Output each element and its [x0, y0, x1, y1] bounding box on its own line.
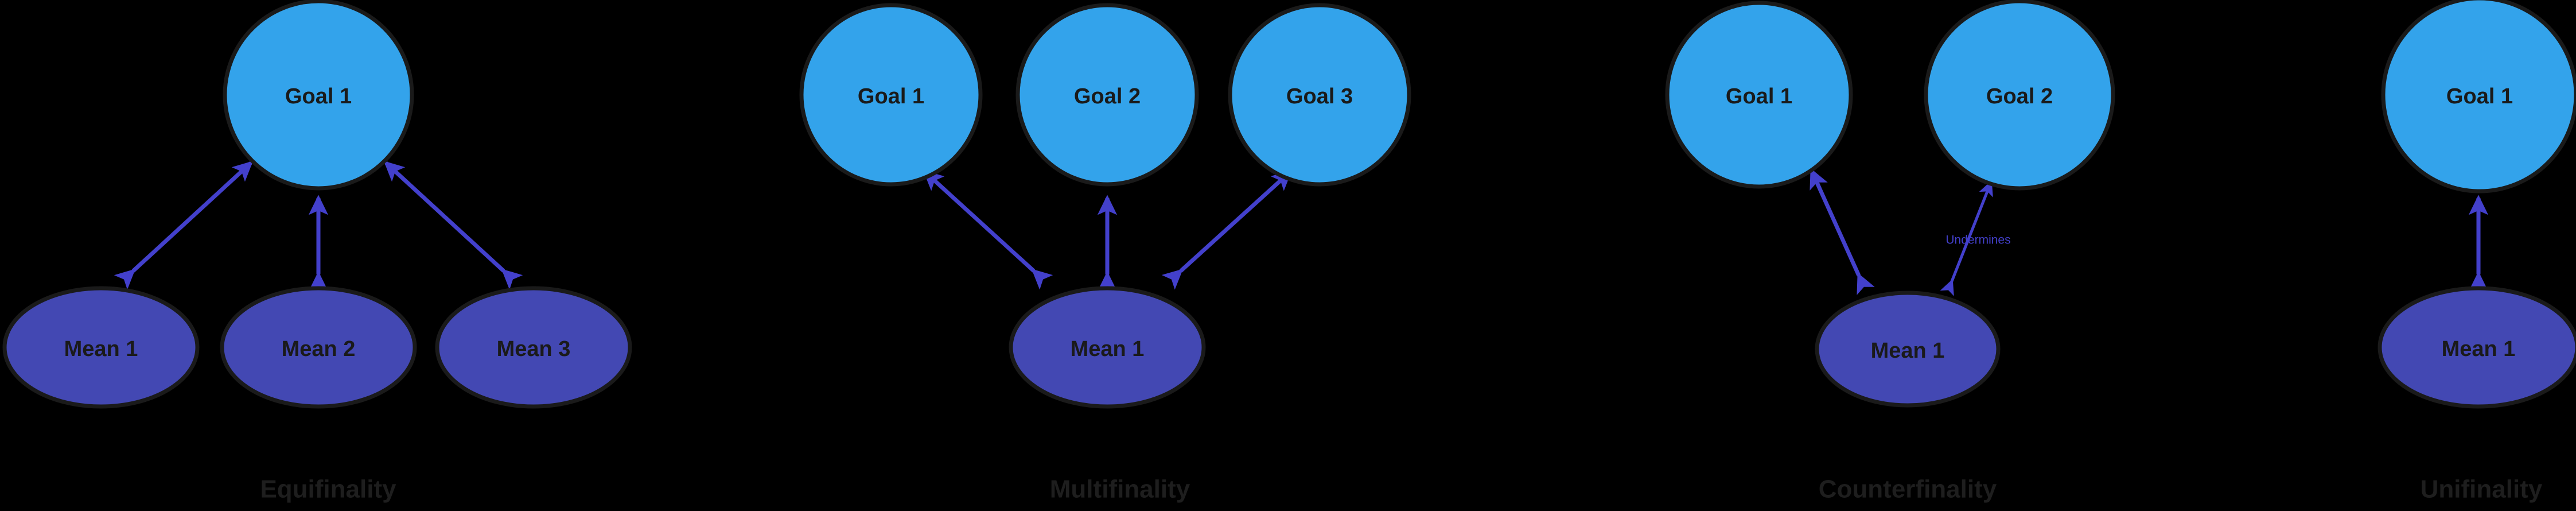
mean-label: Mean 1	[64, 337, 138, 361]
mean-label: Mean 1	[1071, 337, 1145, 361]
panel-unifinality: Goal 1 Mean 1 Unifinality	[2377, 0, 2576, 504]
edge-mean1-goal2-undermines	[1940, 180, 1993, 296]
mean-label: Mean 1	[2442, 337, 2516, 361]
node-goal-2[interactable]: Goal 2	[1924, 0, 2115, 191]
node-goal-1[interactable]: Goal 1	[2381, 0, 2576, 193]
goal-circle[interactable]	[1665, 1, 1853, 189]
goal-label: Goal 1	[1726, 84, 1792, 109]
edge-group: Undermines	[1810, 168, 2011, 296]
node-mean-2[interactable]: Mean 2	[220, 286, 417, 409]
panel-equifinality: Goal 1 Mean 1 Mean 2 Mean 3 Equifinality	[2, 0, 632, 504]
goal-label: Goal 2	[1986, 84, 2053, 109]
edge-mean3-goal1	[383, 161, 523, 290]
mean-ellipse[interactable]	[435, 286, 632, 409]
goal-label: Goal 2	[1074, 84, 1141, 109]
node-goal-1[interactable]: Goal 1	[223, 0, 414, 191]
goal-circle[interactable]	[799, 3, 983, 187]
panel-caption-counterfinality: Counterfinality	[1819, 475, 1997, 504]
mean-ellipse[interactable]	[2377, 286, 2576, 409]
goal-label: Goal 1	[858, 84, 924, 109]
edge-label-undermines: Undermines	[1945, 234, 2010, 247]
panel-caption-multifinality: Multifinality	[1050, 475, 1190, 504]
node-goal-2[interactable]: Goal 2	[1015, 3, 1199, 187]
edge-mean1-goal1	[114, 161, 254, 290]
node-mean-1[interactable]: Mean 1	[2377, 286, 2576, 409]
goal-circle[interactable]	[1015, 3, 1199, 187]
mean-label: Mean 3	[497, 337, 571, 361]
goal-circle[interactable]	[1228, 3, 1411, 187]
goal-circle[interactable]	[1924, 0, 2115, 191]
mean-ellipse[interactable]	[1009, 286, 1206, 409]
node-mean-3[interactable]: Mean 3	[435, 286, 632, 409]
panel-caption-equifinality: Equifinality	[260, 475, 396, 504]
node-goal-3[interactable]: Goal 3	[1228, 3, 1411, 187]
edge-group	[114, 161, 523, 292]
mean-label: Mean 1	[1871, 339, 1945, 363]
panel-counterfinality: Undermines Goal 1 Goal 2 Mean 1 Counterf…	[1665, 0, 2115, 504]
edge-mean1-goal1	[923, 170, 1053, 290]
edge-group	[923, 170, 1293, 292]
node-goal-1[interactable]: Goal 1	[799, 3, 983, 187]
panel-caption-unifinality: Unifinality	[2421, 475, 2543, 504]
edge-mean1-goal1	[1810, 168, 1875, 295]
goal-circle[interactable]	[2381, 0, 2576, 193]
node-mean-1[interactable]: Mean 1	[1009, 286, 1206, 409]
mean-ellipse[interactable]	[2, 286, 200, 409]
mean-label: Mean 2	[282, 337, 356, 361]
goal-label: Goal 1	[2446, 84, 2513, 109]
node-mean-1[interactable]: Mean 1	[2, 286, 200, 409]
mean-ellipse[interactable]	[1815, 291, 2001, 408]
goal-label: Goal 3	[1286, 84, 1353, 109]
node-mean-1[interactable]: Mean 1	[1815, 291, 2001, 408]
panel-multifinality: Goal 1 Goal 2 Goal 3 Mean 1 Multifinalit…	[799, 3, 1411, 504]
mean-ellipse[interactable]	[220, 286, 417, 409]
goal-label: Goal 1	[285, 84, 352, 109]
node-goal-1[interactable]: Goal 1	[1665, 1, 1853, 189]
goal-circle[interactable]	[223, 0, 414, 191]
edge-mean1-goal3	[1161, 170, 1293, 290]
